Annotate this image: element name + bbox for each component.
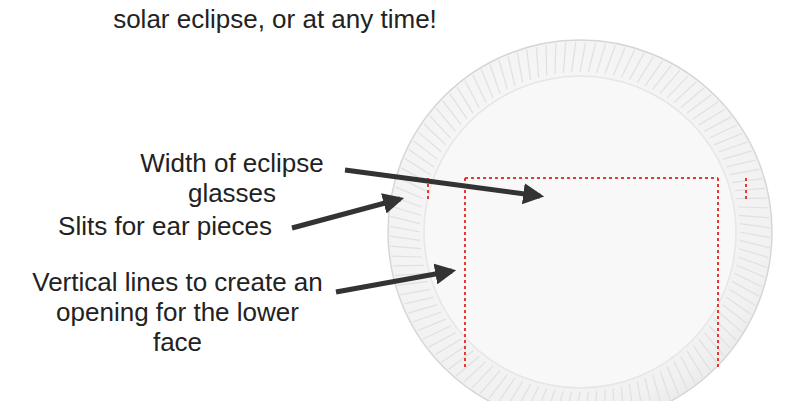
cut-lines [428, 178, 746, 368]
plate-rim [388, 40, 772, 401]
plate-center [424, 76, 736, 388]
callout-label: Vertical lines to create an opening for … [30, 267, 325, 357]
heading-fragment: solar eclipse, or at any time! [30, 4, 520, 34]
callout-label: Width of eclipse glasses [122, 148, 342, 208]
callout-label: Slits for ear pieces [30, 211, 300, 241]
leader-arrows [292, 170, 540, 292]
plate-ridges [390, 42, 770, 401]
